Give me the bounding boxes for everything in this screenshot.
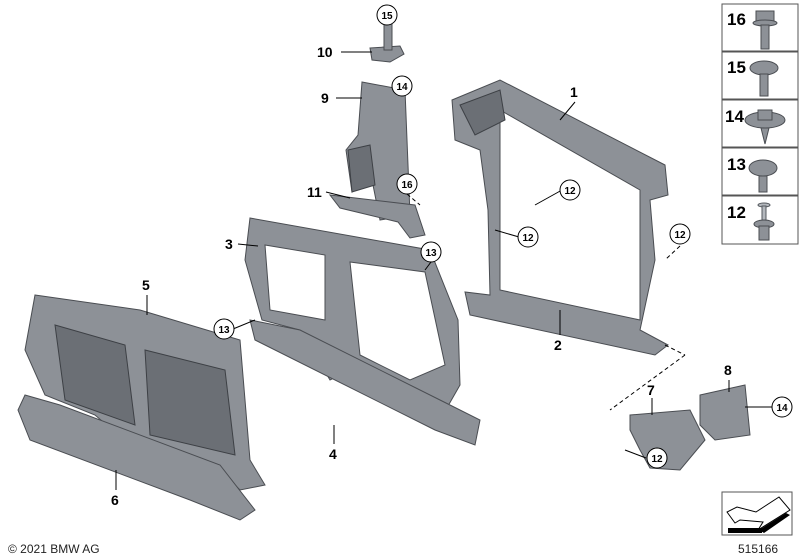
callout-2: 2 bbox=[554, 337, 562, 353]
part-1-radiator-frame[interactable] bbox=[451, 79, 669, 356]
callout-9: 9 bbox=[321, 90, 329, 106]
part-9-air-duct[interactable] bbox=[345, 81, 411, 221]
callout-12-bottom: 12 bbox=[646, 447, 668, 469]
svg-text:12: 12 bbox=[651, 454, 663, 465]
svg-text:15: 15 bbox=[381, 11, 393, 22]
svg-text:16: 16 bbox=[727, 10, 746, 29]
legend-item-13[interactable]: 13 bbox=[721, 147, 799, 196]
callout-15: 15 bbox=[376, 4, 398, 26]
svg-text:14: 14 bbox=[776, 403, 788, 414]
callout-14-top: 14 bbox=[391, 75, 413, 97]
part-7-air-duct[interactable] bbox=[629, 409, 706, 471]
callout-13-right: 13 bbox=[420, 241, 442, 263]
callout-1: 1 bbox=[570, 84, 578, 100]
leader-lines bbox=[115, 51, 772, 490]
callout-3: 3 bbox=[225, 236, 233, 252]
callout-10: 10 bbox=[317, 44, 333, 60]
part-8-bracket[interactable] bbox=[699, 384, 751, 441]
legend-item-16[interactable]: 16 bbox=[721, 3, 799, 52]
part-11-bracket[interactable] bbox=[328, 194, 426, 239]
svg-text:13: 13 bbox=[218, 325, 230, 336]
orientation-arrow-box bbox=[721, 491, 793, 536]
callout-11: 11 bbox=[307, 184, 322, 200]
pan-head-screw-icon bbox=[748, 159, 778, 193]
callout-4: 4 bbox=[329, 446, 337, 462]
callout-16: 16 bbox=[396, 173, 418, 195]
callout-8: 8 bbox=[724, 362, 732, 378]
callout-12-frame-top: 12 bbox=[559, 179, 581, 201]
legend-item-15[interactable]: 15 bbox=[721, 51, 799, 100]
large-washer-screw-icon bbox=[744, 109, 786, 145]
copyright: © 2021 BMW AG bbox=[8, 542, 100, 556]
svg-text:13: 13 bbox=[727, 155, 746, 174]
arrow-icon bbox=[726, 496, 791, 531]
callout-12-frame-right: 12 bbox=[669, 223, 691, 245]
svg-text:14: 14 bbox=[725, 107, 744, 126]
torx-washer-screw-icon bbox=[749, 60, 779, 97]
legend-item-14[interactable]: 14 bbox=[721, 99, 799, 148]
svg-text:12: 12 bbox=[674, 230, 686, 241]
callout-13-left: 13 bbox=[213, 318, 235, 340]
svg-text:12: 12 bbox=[564, 186, 576, 197]
hex-flange-bolt-icon bbox=[752, 10, 778, 50]
svg-text:13: 13 bbox=[425, 248, 437, 259]
svg-text:14: 14 bbox=[396, 82, 408, 93]
legend-item-12[interactable]: 12 bbox=[721, 195, 799, 245]
part-6-lower-air-guide[interactable] bbox=[17, 394, 256, 521]
svg-text:12: 12 bbox=[522, 233, 534, 244]
fastener-legend: 16 15 14 13 12 bbox=[721, 3, 799, 245]
callout-5: 5 bbox=[142, 277, 150, 293]
callout-7: 7 bbox=[647, 382, 655, 398]
callout-12-frame-left: 12 bbox=[517, 226, 539, 248]
callout-6: 6 bbox=[111, 492, 119, 508]
expanding-rivet-icon bbox=[753, 202, 775, 241]
part-3-carrier[interactable] bbox=[244, 217, 461, 421]
part-10-bracket[interactable] bbox=[369, 19, 405, 63]
part-4-air-guide[interactable] bbox=[249, 319, 481, 446]
svg-text:15: 15 bbox=[727, 58, 746, 77]
callout-14-bottom: 14 bbox=[771, 396, 793, 418]
svg-text:12: 12 bbox=[727, 203, 746, 222]
diagram-id: 515166 bbox=[738, 542, 778, 556]
svg-text:16: 16 bbox=[401, 180, 413, 191]
